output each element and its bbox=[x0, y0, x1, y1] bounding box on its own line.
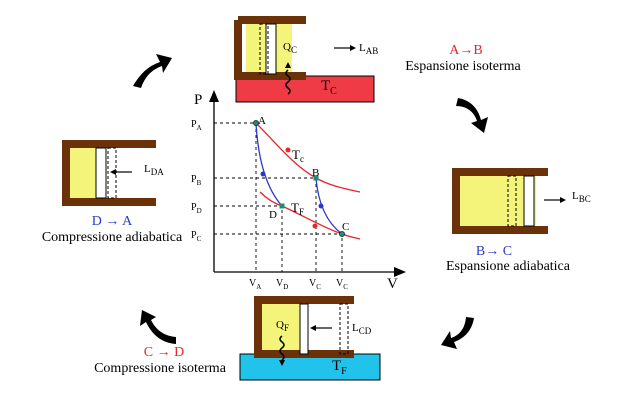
adiabat-da-curve bbox=[255, 122, 283, 207]
isotherm-tc-label: Tc bbox=[292, 147, 304, 164]
cycle-arrow-top-right bbox=[456, 98, 488, 133]
right-work-label: LBC bbox=[572, 190, 591, 205]
bottom-caption: Compressione isoterma bbox=[94, 361, 226, 376]
state-point-d bbox=[279, 203, 285, 209]
process-direction-dot bbox=[285, 147, 291, 153]
piston-previous-position bbox=[259, 23, 269, 75]
pv-diagram: P V A B C D Tc TF PA PB PD PC VA VD VC V… bbox=[191, 90, 406, 292]
top-cylinder-diagram bbox=[234, 16, 375, 103]
top-caption: Espansione isoterma bbox=[405, 59, 521, 74]
work-arrow-head bbox=[310, 325, 316, 331]
left-work-label: LDA bbox=[144, 163, 164, 178]
work-arrow-head bbox=[560, 197, 566, 203]
bottom-temperature-label: TF bbox=[332, 358, 347, 377]
left-transition: D → A bbox=[91, 214, 133, 229]
v-tick-a: VA bbox=[249, 278, 261, 291]
left-cylinder-diagram bbox=[62, 140, 156, 206]
isotherm-tf-curve bbox=[259, 191, 361, 240]
process-direction-dot bbox=[312, 223, 318, 229]
right-transition: B→ C bbox=[475, 244, 513, 259]
bottom-work-label: LCD bbox=[352, 322, 372, 337]
point-label-a: A bbox=[258, 115, 266, 127]
v-tick-c: VC bbox=[336, 278, 348, 291]
work-arrow-head bbox=[110, 169, 116, 175]
cycle-arrow-bottom-right bbox=[441, 317, 474, 349]
p-axis-arrow bbox=[209, 90, 219, 102]
heat-flow-spring bbox=[285, 69, 291, 95]
v-tick-b: VC bbox=[309, 278, 321, 291]
point-label-c: C bbox=[342, 221, 349, 233]
right-caption: Espansione adiabatica bbox=[445, 259, 570, 274]
bottom-transition: C → D bbox=[143, 345, 185, 360]
isotherm-tf-label: TF bbox=[291, 200, 304, 217]
piston bbox=[265, 23, 277, 75]
process-direction-dot bbox=[260, 171, 266, 177]
cylinder-gas bbox=[70, 148, 98, 198]
state-point-c bbox=[339, 231, 345, 237]
top-temperature-label: TC bbox=[321, 78, 337, 97]
process-direction-dot bbox=[318, 203, 324, 209]
v-tick-d: VD bbox=[276, 278, 288, 291]
work-arrow-head bbox=[350, 45, 356, 51]
heat-flow-head bbox=[279, 360, 285, 366]
heat-flow-spring bbox=[279, 335, 285, 361]
state-point-b bbox=[313, 175, 319, 181]
p-tick-d: PD bbox=[191, 202, 202, 215]
p-axis-label: P bbox=[194, 92, 202, 108]
top-heat-label: QC bbox=[283, 41, 297, 56]
cylinder-walls bbox=[452, 168, 548, 234]
state-point-a bbox=[253, 120, 259, 126]
piston-previous-position bbox=[507, 175, 517, 227]
point-label-d: D bbox=[269, 209, 277, 221]
top-transition: A→B bbox=[449, 43, 483, 58]
point-label-b: B bbox=[312, 167, 319, 179]
bottom-heat-label: QF bbox=[276, 319, 289, 334]
piston-previous-position bbox=[339, 303, 349, 355]
adiabat-bc-curve bbox=[315, 177, 343, 235]
cylinder-walls bbox=[234, 16, 306, 80]
isotherm-tc-curve bbox=[255, 122, 361, 193]
piston bbox=[95, 147, 107, 199]
cylinder-gas bbox=[460, 176, 536, 226]
cylinder-walls bbox=[62, 140, 156, 206]
piston bbox=[523, 175, 535, 227]
left-caption: Compressione adiabatica bbox=[41, 230, 183, 245]
p-tick-a: PA bbox=[191, 119, 202, 132]
bottom-cylinder-diagram bbox=[239, 296, 381, 381]
cold-reservoir bbox=[239, 353, 381, 381]
heat-flow-head bbox=[285, 62, 291, 68]
piston bbox=[299, 303, 309, 355]
cycle-arrow-top-left bbox=[133, 54, 172, 88]
top-work-label: LAB bbox=[359, 42, 379, 57]
v-axis-label: V bbox=[387, 276, 398, 292]
hot-reservoir bbox=[235, 75, 375, 103]
cycle-arrow-bottom-left bbox=[140, 310, 176, 344]
p-tick-b: PB bbox=[191, 174, 202, 187]
p-tick-c: PC bbox=[191, 230, 202, 243]
right-cylinder-diagram bbox=[452, 168, 566, 234]
v-axis-arrow bbox=[394, 267, 406, 277]
cylinder-gas bbox=[262, 304, 302, 354]
